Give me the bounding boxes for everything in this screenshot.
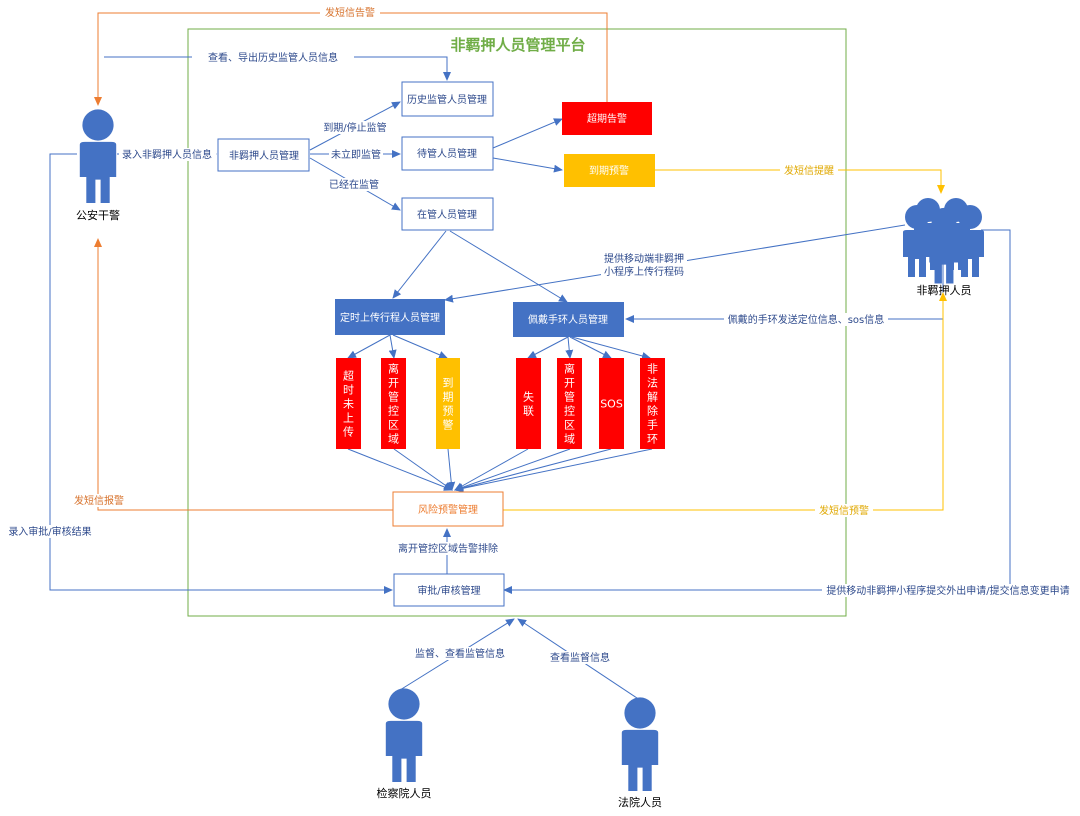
node-history-mgmt: 历史监管人员管理: [401, 81, 494, 117]
label-enter-review: 录入审批/审核结果: [8, 525, 91, 538]
label-view-export: 查看、导出历史监管人员信息: [208, 51, 338, 64]
actor-court-label: 法院人员: [618, 795, 662, 809]
alert-box-illegal-remove: [640, 358, 665, 449]
actor-police-label: 公安干警: [76, 208, 120, 222]
edge-sms-warn-right: [503, 292, 947, 511]
svg-text:待管人员管理: 待管人员管理: [417, 147, 477, 160]
label-sms-remind: 发短信提醒: [784, 164, 834, 177]
node-overdue-alarm: 超期告警: [562, 102, 652, 135]
label-view-supervision: 查看监督信息: [550, 651, 610, 664]
alert-illegal-remove: 非法解除手环: [647, 363, 658, 446]
actor-procuratorate-label: 检察院人员: [377, 786, 432, 800]
label-mobile-miniapp-1: 提供移动端非羁押: [604, 252, 684, 265]
nodes: 非羁押人员管理 历史监管人员管理 待管人员管理 在管人员管理 超期告警 到期预警: [217, 81, 655, 607]
label-mobile-apply: 提供移动非羁押小程序提交外出申请/提交信息变更申请: [826, 584, 1069, 597]
label-already: 已经在监管: [329, 178, 379, 191]
alert-lost-contact: 失联: [523, 391, 534, 418]
edge-sms-alarm-left: [94, 238, 393, 511]
alert-box-expiry: [436, 358, 460, 449]
actor-nondetained: 非羁押人员: [903, 198, 984, 297]
node-in-mgmt: 在管人员管理: [401, 197, 494, 231]
alert-box-leave-area-1: [381, 358, 406, 449]
node-bracelet-mgmt: 佩戴手环人员管理: [513, 302, 624, 337]
node-risk-mgmt: 风险预警管理: [392, 491, 504, 527]
alert-sos: SOS: [600, 398, 623, 411]
svg-text:定时上传行程人员管理: 定时上传行程人员管理: [340, 311, 440, 324]
label-enter-info: 录入非羁押人员信息: [122, 148, 212, 161]
alert-expiry: 到期预警: [443, 377, 454, 432]
label-sms-alarm-top: 发短信告警: [325, 6, 375, 19]
svg-text:到期预警: 到期预警: [589, 164, 629, 177]
label-not-started: 未立即监管: [331, 148, 381, 161]
label-supervise-view: 监督、查看监管信息: [415, 647, 505, 660]
label-sms-warn-right: 发短信预警: [819, 504, 869, 517]
alert-timeout-upload: 超时未上传: [343, 369, 354, 439]
alert-box-timeout-upload: [336, 358, 361, 449]
svg-text:非羁押人员管理: 非羁押人员管理: [229, 149, 299, 162]
svg-text:风险预警管理: 风险预警管理: [418, 503, 478, 516]
edge-mobile-apply: [503, 229, 1011, 594]
node-expiry-warning: 到期预警: [564, 154, 655, 187]
platform-title: 非羁押人员管理平台: [450, 36, 585, 54]
alert-leave-area-1: 离开管控区域: [388, 362, 399, 446]
edge-pending-expiry: [492, 157, 563, 173]
alert-box-lost-contact: [516, 358, 541, 449]
node-upload-mgmt: 定时上传行程人员管理: [335, 299, 445, 335]
label-expire-stop: 到期/停止监管: [323, 121, 386, 134]
label-sms-alarm-left: 发短信报警: [74, 494, 124, 507]
svg-text:审批/审核管理: 审批/审核管理: [417, 584, 480, 597]
alert-box-leave-area-2: [557, 358, 582, 449]
edge-enter-review: [49, 153, 393, 594]
node-approval-mgmt: 审批/审核管理: [393, 573, 505, 607]
actor-court: 法院人员: [618, 697, 662, 809]
svg-text:历史监管人员管理: 历史监管人员管理: [407, 93, 487, 106]
node-main-mgmt: 非羁押人员管理: [217, 138, 310, 172]
label-bracelet-send: 佩戴的手环发送定位信息、sos信息: [728, 313, 885, 326]
edge-sms-remind: [655, 169, 945, 194]
actor-nondetained-label: 非羁押人员: [917, 283, 972, 297]
edge-in-upload: [392, 230, 447, 299]
label-leave-area-clear: 离开管控区域告警排除: [398, 542, 498, 555]
svg-text:超期告警: 超期告警: [587, 112, 627, 125]
label-mobile-miniapp-2: 小程序上传行程码: [604, 265, 684, 278]
node-pending-mgmt: 待管人员管理: [401, 136, 494, 171]
actor-police: 公安干警: [76, 109, 120, 222]
alert-boxes: 超时未上传 离开管控区域 到期预警 失联 离开管控区域 SOS 非法解除手环: [336, 358, 665, 449]
edge-in-bracelet: [449, 230, 568, 303]
edge-labels: 发短信告警 查看、导出历史监管人员信息 录入非羁押人员信息 到期/停止监管 未立…: [4, 6, 1074, 664]
svg-text:在管人员管理: 在管人员管理: [417, 208, 477, 221]
svg-text:佩戴手环人员管理: 佩戴手环人员管理: [528, 313, 608, 326]
edge-pending-overdue: [492, 118, 563, 149]
actor-procuratorate: 检察院人员: [377, 688, 432, 800]
alert-box-sos: [599, 358, 624, 449]
alert-leave-area-2: 离开管控区域: [564, 362, 575, 446]
